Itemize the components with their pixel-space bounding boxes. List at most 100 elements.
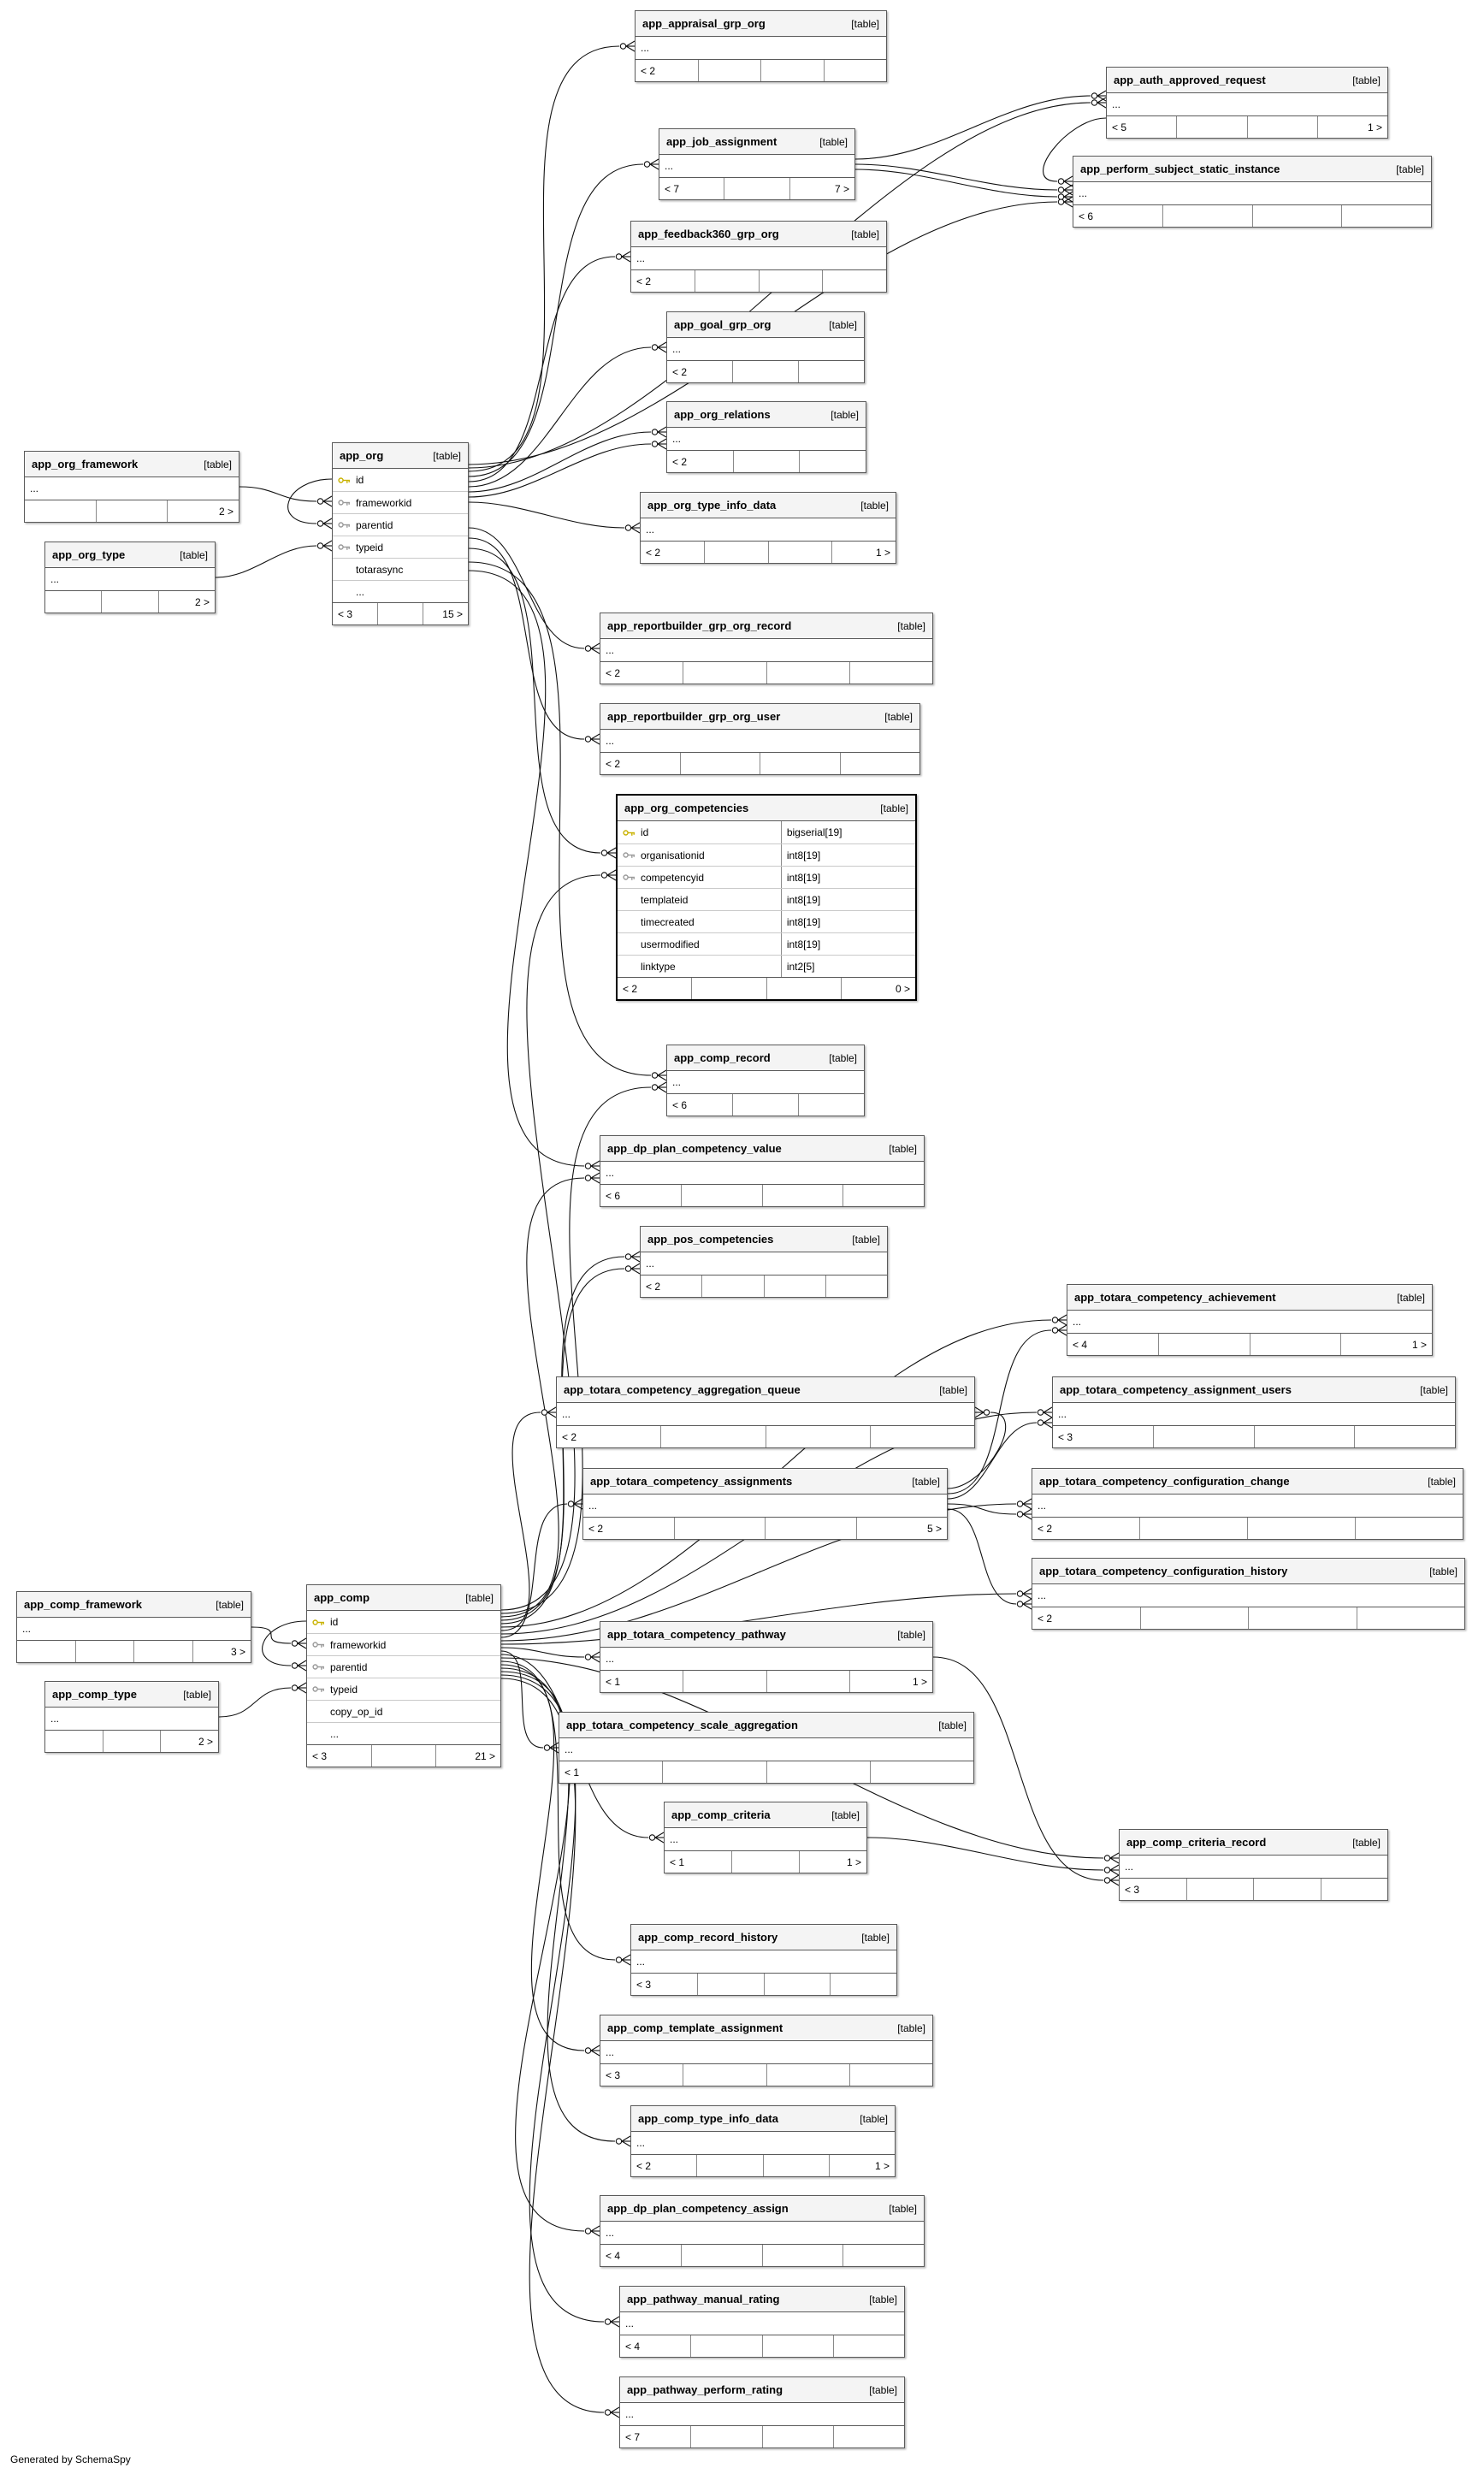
table-title[interactable]: app_pathway_manual_rating (627, 2293, 780, 2305)
footer-cell (683, 1671, 766, 1692)
table-title[interactable]: app_comp_framework (24, 1598, 142, 1611)
table-title[interactable]: app_comp_criteria_record (1126, 1836, 1267, 1849)
table-footer: < 4 (620, 2335, 904, 2357)
table-badge: [table] (939, 1383, 967, 1396)
table-title[interactable]: app_pos_competencies (647, 1233, 774, 1246)
table-columns: ... (600, 730, 919, 752)
ellipsis-row: ... (1067, 1311, 1432, 1333)
table-title[interactable]: app_totara_competency_configuration_chan… (1039, 1475, 1290, 1488)
table-app_totara_competency_configuration_change[interactable]: app_totara_competency_configuration_chan… (1032, 1468, 1463, 1540)
table-app_org_framework[interactable]: app_org_framework[table]...2 > (24, 451, 239, 523)
footer-children-count: < 2 (672, 455, 688, 468)
table-title[interactable]: app_feedback360_grp_org (638, 228, 779, 240)
table-title[interactable]: app_appraisal_grp_org (642, 17, 766, 30)
table-app_reportbuilder_grp_org_record[interactable]: app_reportbuilder_grp_org_record[table].… (600, 613, 933, 684)
table-app_comp_template_assignment[interactable]: app_comp_template_assignment[table]...< … (600, 2015, 933, 2086)
table-app_org_type[interactable]: app_org_type[table]...2 > (44, 542, 216, 613)
table-title[interactable]: app_totara_competency_assignment_users (1060, 1383, 1292, 1396)
table-title[interactable]: app_totara_competency_aggregation_queue (564, 1383, 801, 1396)
table-footer: < 6 (667, 1093, 864, 1116)
table-app_totara_competency_assignments[interactable]: app_totara_competency_assignments[table]… (582, 1468, 948, 1540)
table-title[interactable]: app_perform_subject_static_instance (1080, 163, 1280, 175)
table-title[interactable]: app_comp_criteria (671, 1808, 771, 1821)
table-title[interactable]: app_pathway_perform_rating (627, 2383, 783, 2396)
table-title[interactable]: app_totara_competency_scale_aggregation (566, 1719, 798, 1731)
table-title[interactable]: app_dp_plan_competency_value (607, 1142, 782, 1155)
table-app_pathway_perform_rating[interactable]: app_pathway_perform_rating[table]...< 7 (619, 2376, 905, 2448)
table-app_goal_grp_org[interactable]: app_goal_grp_org[table]...< 2 (666, 311, 865, 383)
table-title[interactable]: app_org (340, 449, 384, 462)
edge-app_comp-to-app_comp_record_history (500, 1660, 631, 1966)
table-app_feedback360_grp_org[interactable]: app_feedback360_grp_org[table]...< 2 (630, 221, 887, 293)
table-app_totara_competency_configuration_history[interactable]: app_totara_competency_configuration_hist… (1032, 1558, 1465, 1630)
ellipsis-row: ... (600, 2222, 924, 2244)
footer-children-count: < 2 (623, 982, 638, 995)
table-app_dp_plan_competency_value[interactable]: app_dp_plan_competency_value[table]...< … (600, 1135, 925, 1207)
table-app_comp_type[interactable]: app_comp_type[table]...2 > (44, 1681, 219, 1753)
column-row-frameworkid: frameworkid (333, 491, 468, 513)
table-columns: ... (667, 338, 864, 360)
table-badge: [table] (1352, 74, 1381, 86)
table-title[interactable]: app_comp (314, 1591, 370, 1604)
table-app_totara_competency_pathway[interactable]: app_totara_competency_pathway[table]...<… (600, 1621, 933, 1693)
table-app_comp_record[interactable]: app_comp_record[table]...< 6 (666, 1045, 865, 1116)
table-title[interactable]: app_comp_record_history (638, 1931, 778, 1944)
table-title[interactable]: app_comp_template_assignment (607, 2021, 783, 2034)
table-app_org_relations[interactable]: app_org_relations[table]...< 2 (666, 401, 866, 473)
table-title[interactable]: app_org_relations (674, 408, 771, 421)
table-title[interactable]: app_org_competencies (624, 802, 749, 814)
footer-children-count: < 3 (1125, 1883, 1140, 1896)
edge-app_org-to-app_reportbuilder_grp_org_record (468, 527, 600, 654)
table-title[interactable]: app_job_assignment (666, 135, 777, 148)
column-type: int2[5] (780, 956, 910, 977)
footer-cell (766, 1761, 870, 1783)
ellipsis-text: ... (606, 2046, 615, 2058)
table-app_comp_framework[interactable]: app_comp_framework[table]...3 > (16, 1591, 251, 1663)
table-app_comp_record_history[interactable]: app_comp_record_history[table]...< 3 (630, 1924, 897, 1996)
table-app_pathway_manual_rating[interactable]: app_pathway_manual_rating[table]...< 4 (619, 2286, 905, 2358)
ellipsis-row: ... (665, 1828, 866, 1850)
table-title[interactable]: app_comp_type (52, 1688, 137, 1701)
table-badge: [table] (938, 1719, 967, 1731)
ellipsis-text: ... (50, 573, 60, 585)
table-app_appraisal_grp_org[interactable]: app_appraisal_grp_org[table]...< 2 (635, 10, 887, 82)
table-title[interactable]: app_comp_type_info_data (638, 2112, 778, 2125)
table-title[interactable]: app_comp_record (674, 1051, 771, 1064)
table-app_reportbuilder_grp_org_user[interactable]: app_reportbuilder_grp_org_user[table]...… (600, 703, 920, 775)
table-title[interactable]: app_totara_competency_pathway (607, 1628, 786, 1641)
table-title[interactable]: app_totara_competency_achievement (1074, 1291, 1276, 1304)
table-app_comp_criteria_record[interactable]: app_comp_criteria_record[table]...< 3 (1119, 1829, 1388, 1901)
table-title[interactable]: app_auth_approved_request (1114, 74, 1266, 86)
table-footer: < 2 (557, 1425, 974, 1447)
table-app_totara_competency_scale_aggregation[interactable]: app_totara_competency_scale_aggregation [… (559, 1712, 974, 1784)
table-title[interactable]: app_goal_grp_org (674, 318, 772, 331)
table-title[interactable]: app_totara_competency_assignments (590, 1475, 793, 1488)
table-app_totara_competency_achievement[interactable]: app_totara_competency_achievement[table]… (1067, 1284, 1433, 1356)
table-title[interactable]: app_org_type (52, 548, 126, 561)
table-badge: [table] (861, 1931, 890, 1944)
table-title[interactable]: app_org_framework (32, 458, 139, 471)
table-title[interactable]: app_org_type_info_data (647, 499, 777, 512)
table-title[interactable]: app_reportbuilder_grp_org_record (607, 619, 792, 632)
table-app_totara_competency_assignment_users[interactable]: app_totara_competency_assignment_users[t… (1052, 1376, 1456, 1448)
table-app_totara_competency_aggregation_queue[interactable]: app_totara_competency_aggregation_queue [… (556, 1376, 975, 1448)
primary-key-icon (312, 1619, 327, 1626)
table-app_pos_competencies[interactable]: app_pos_competencies[table]...< 2 (640, 1226, 888, 1298)
table-title[interactable]: app_reportbuilder_grp_org_user (607, 710, 781, 723)
footer-parents-count: 21 > (435, 1745, 500, 1767)
table-title[interactable]: app_dp_plan_competency_assign (607, 2202, 789, 2215)
table-title[interactable]: app_totara_competency_configuration_hist… (1039, 1565, 1288, 1577)
table-app_perform_subject_static_instance[interactable]: app_perform_subject_static_instance[tabl… (1073, 156, 1432, 228)
ellipsis-text: ... (1112, 98, 1121, 110)
table-app_dp_plan_competency_assign[interactable]: app_dp_plan_competency_assign[table]...<… (600, 2195, 925, 2267)
